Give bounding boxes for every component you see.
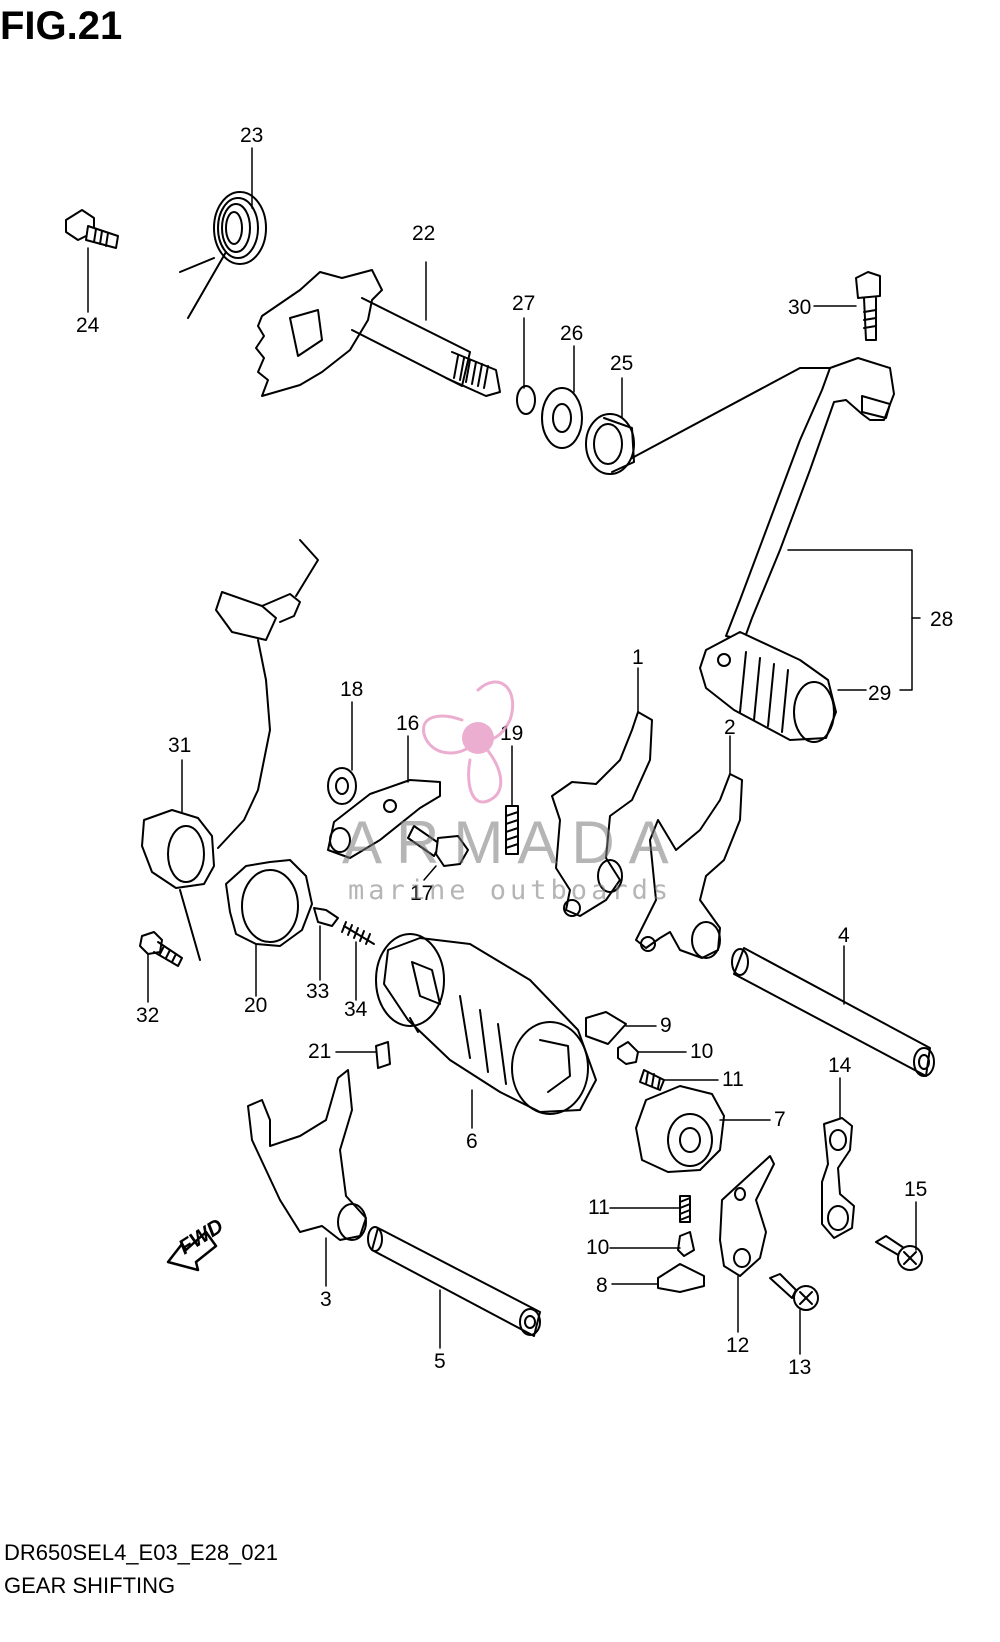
diagram-code: DR650SEL4_E03_E28_021	[4, 1540, 279, 1565]
callout-14: 14	[828, 1054, 852, 1077]
watermark-tagline: marine outboards	[348, 875, 673, 906]
part-8-plate	[657, 1263, 705, 1293]
callout-11-upper: 11	[722, 1068, 744, 1091]
part-26-washer	[541, 387, 583, 449]
part-29-pedal-rubber	[699, 631, 837, 743]
part-9-pin	[585, 1011, 627, 1045]
part-1-shift-fork	[551, 711, 653, 917]
part-4-fork-shaft	[731, 947, 935, 1077]
part-20-plate	[225, 859, 313, 947]
callout-32: 32	[136, 1004, 159, 1027]
diagram-name: GEAR SHIFTING	[4, 1573, 176, 1598]
callout-15: 15	[904, 1178, 927, 1201]
callout-30: 30	[788, 296, 811, 319]
part-24-bolt	[65, 209, 119, 249]
part-32-bolt	[139, 931, 183, 967]
callout-9: 9	[660, 1014, 672, 1037]
part-23-spring	[179, 191, 267, 319]
figure-title: FIG.21	[0, 4, 123, 48]
callout-12: 12	[726, 1334, 749, 1357]
part-6-shift-cam	[375, 933, 597, 1115]
callout-17: 17	[410, 882, 433, 905]
callout-33: 33	[306, 980, 329, 1003]
part-10-pin-lower	[677, 1231, 695, 1257]
callout-13: 13	[788, 1356, 811, 1379]
propeller-logo	[422, 680, 515, 804]
callout-28: 28	[930, 608, 953, 631]
part-21-dowel-pin	[375, 1041, 391, 1069]
callout-24: 24	[76, 314, 100, 337]
callout-34: 34	[344, 998, 368, 1021]
callout-22: 22	[412, 222, 435, 245]
callout-5: 5	[434, 1350, 446, 1373]
part-2-shift-fork	[635, 773, 743, 959]
callout-19: 19	[500, 722, 523, 745]
part-18-washer	[327, 767, 357, 805]
callout-6: 6	[466, 1130, 478, 1153]
part-15-screw	[875, 1235, 923, 1271]
watermark-brand: ARMADA	[342, 809, 683, 876]
part-31-gear-position-switch	[141, 539, 319, 961]
callout-4: 4	[838, 924, 850, 947]
leader-lines	[87, 147, 921, 1355]
part-11-spring-lower	[679, 1195, 691, 1223]
callout-27: 27	[512, 292, 535, 315]
part-11-spring	[639, 1069, 665, 1091]
callout-8: 8	[596, 1274, 608, 1297]
callout-25: 25	[610, 352, 633, 375]
callout-29: 29	[868, 682, 891, 705]
part-7-cam-guide	[635, 1085, 725, 1173]
part-3-shift-fork	[247, 1069, 367, 1241]
callout-10-lower: 10	[586, 1236, 609, 1259]
part-33-pin	[313, 907, 339, 927]
part-27-circlip	[516, 385, 536, 415]
part-25-oil-seal	[585, 413, 635, 475]
part-13-screw	[769, 1273, 819, 1311]
callout-2: 2	[724, 716, 736, 739]
part-12-stopper-plate	[719, 1155, 775, 1277]
callout-11-lower: 11	[588, 1196, 610, 1219]
callout-3: 3	[320, 1288, 332, 1311]
callout-1: 1	[632, 646, 644, 669]
part-28-shift-lever	[631, 357, 895, 641]
callout-31: 31	[168, 734, 191, 757]
callout-26: 26	[560, 322, 583, 345]
callout-20: 20	[244, 994, 267, 1017]
part-5-fork-shaft	[367, 1226, 541, 1337]
part-19-spring	[505, 805, 519, 855]
callout-7: 7	[774, 1108, 786, 1131]
callouts: 1 2 3 4 5 6 7 8 9 10 10 11 11 12 13 14 1…	[76, 124, 953, 1379]
callout-10-upper: 10	[690, 1040, 713, 1063]
fwd-arrow-icon: FWD	[166, 1214, 228, 1272]
callout-16: 16	[396, 712, 419, 735]
part-22-shift-shaft	[255, 269, 501, 397]
part-30-bolt	[855, 271, 881, 341]
part-14-plate	[821, 1117, 855, 1239]
part-16-stopper-arm	[327, 779, 441, 859]
callout-23: 23	[240, 124, 263, 147]
callout-21: 21	[308, 1040, 331, 1063]
callout-18: 18	[340, 678, 363, 701]
part-34-spring	[341, 921, 375, 945]
part-10-pin	[617, 1041, 639, 1065]
part-17-bolt	[407, 825, 469, 867]
